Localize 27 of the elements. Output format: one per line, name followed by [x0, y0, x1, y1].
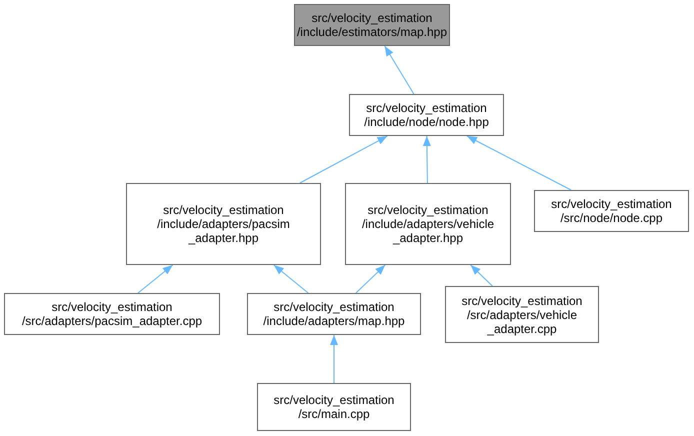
file-path: src/velocity_estimation /src/adapters/pacsim_adapter.cpp	[22, 300, 202, 328]
arrow	[355, 264, 386, 294]
file-path: src/velocity_estimation /include/adapters/map.hpp	[263, 300, 405, 328]
file-path: src/velocity_estimation /include/adapters/pacsim _adapter.hpp	[157, 203, 290, 245]
arrow	[138, 264, 174, 294]
file-box	[534, 190, 689, 232]
file-box	[257, 383, 411, 431]
file-path: src/velocity_estimation /include/estimators/map.hpp	[296, 11, 448, 39]
file-path: src/velocity_estimation /src/adapters/vehicle _adapter.cpp	[462, 294, 582, 336]
file-box	[126, 183, 321, 265]
file-path: src/velocity_estimation /include/adapters/vehicle _adapter.hpp	[362, 203, 494, 245]
arrow	[384, 46, 414, 94]
arrow	[273, 264, 309, 294]
file-box	[445, 286, 599, 343]
arrow	[330, 334, 338, 384]
arrow	[470, 264, 493, 286]
file-box	[294, 4, 450, 46]
file-box	[345, 183, 511, 265]
file-path: src/velocity_estimation /src/node/node.cpp	[551, 197, 672, 225]
arrow	[422, 136, 431, 184]
file-path: src/velocity_estimation /src/main.cpp	[274, 393, 394, 421]
arrow	[299, 136, 388, 184]
file-path: src/velocity_estimation /include/node/node.hpp	[364, 101, 489, 129]
file-box	[349, 94, 504, 136]
file-box	[4, 293, 220, 335]
arrow	[466, 136, 572, 190]
file-box	[247, 293, 421, 335]
